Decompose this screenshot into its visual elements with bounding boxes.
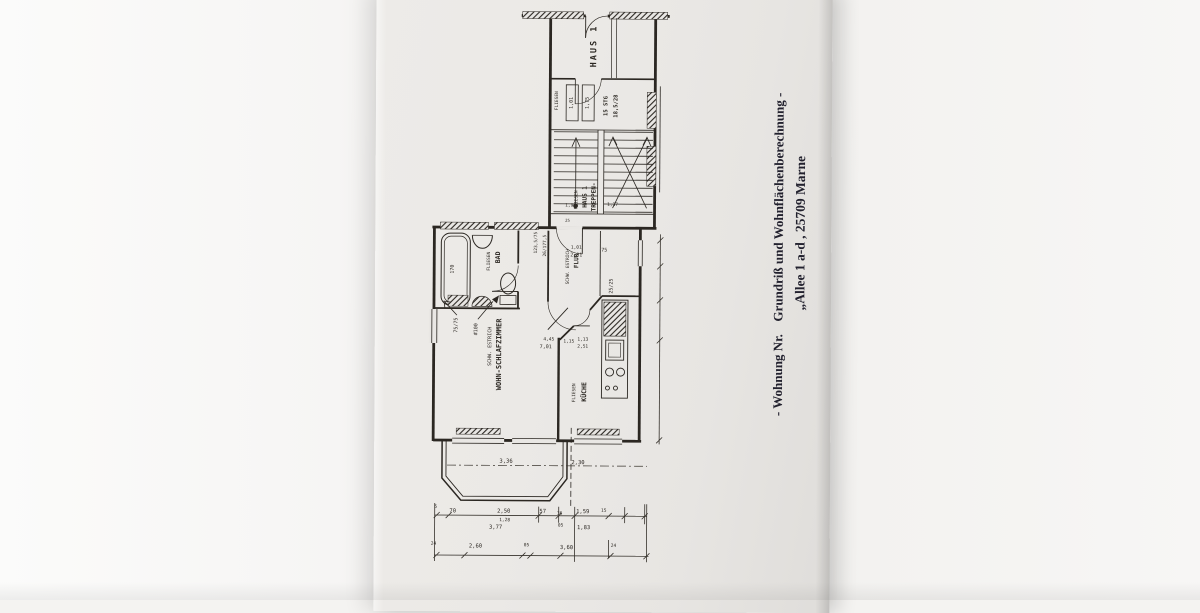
dim-r1-0: 5 xyxy=(434,504,438,510)
bad-drain-mark: #100 xyxy=(473,323,480,336)
dim-r3-1: 2,60 xyxy=(468,543,483,550)
flur-dim-101: 1,01 xyxy=(570,245,582,251)
wohn-dim-251: 2,51 xyxy=(577,344,589,350)
wohn-dim-113: 1,13 xyxy=(577,337,589,343)
stair-steps-label: 15 STG xyxy=(603,96,610,116)
stair-dim-25: 25 xyxy=(565,217,570,223)
dim-r2-3: 1,83 xyxy=(576,525,591,532)
dim-r2-0: 1,28 xyxy=(499,518,511,524)
photo-of-floorplan-document: „Allee 1 a-d , 25709 Marne - Wohnung Nr.… xyxy=(0,0,1200,600)
flur-dim-201: 2,01 xyxy=(570,252,583,259)
dim-r3-2: 05 xyxy=(523,543,530,549)
header-doc-title: Grundriß und Wohnflächenberechnung - xyxy=(770,92,787,322)
dim-r2-2: 05 xyxy=(557,523,564,529)
dim-r1-3: 57 xyxy=(539,508,547,515)
dim-r1-1: 70 xyxy=(449,508,457,515)
door-size-b: 26/177,5 xyxy=(543,234,549,257)
stair-dim-137: 1,37 xyxy=(607,202,619,208)
dim-r1-5: 1,59 xyxy=(576,509,590,516)
wohn-dim-115: 1,15 xyxy=(563,339,575,345)
haus-label: HAUS 1 xyxy=(589,24,600,68)
flur-window-dim: 75 xyxy=(601,247,608,254)
erker-dim-left: 3,36 xyxy=(499,458,513,465)
bad-name-label: BAD xyxy=(493,251,503,264)
bad-window-size: 75/75 xyxy=(453,317,460,333)
dim-r3-0: 24 xyxy=(430,541,437,547)
kueche-name-label: KÜCHE xyxy=(580,382,589,402)
bathtub-size: 170 xyxy=(449,264,456,274)
header-address: „Allee 1 a-d , 25709 Marne xyxy=(792,155,809,311)
wohnschlafzimmer-name-label: WOHN-SCHLAFZIMMER xyxy=(494,318,504,391)
wohn-dim-701: 7,01 xyxy=(539,344,552,351)
header-unit-label: - Wohnung Nr. xyxy=(769,334,786,417)
door-size-a: 123,5/75 xyxy=(534,231,540,254)
dim-r1-2: 2,50 xyxy=(497,508,511,515)
treppenhaus-name-line2: HAUS 1 xyxy=(581,186,589,208)
flur-tile-size: 25/25 xyxy=(608,278,615,294)
treppenhaus-name-line1: TREPPEN- xyxy=(590,182,598,212)
dim-r1-4: 36 xyxy=(556,511,563,517)
stair-dim-191: 1,91 xyxy=(565,203,577,209)
wohnschlafzimmer-floor-label: SCHW. ESTRICH xyxy=(487,326,494,366)
stair-box-dim-2: 1,75 xyxy=(584,96,591,109)
stair-box-dim-1: 1,01 xyxy=(568,96,575,109)
erker-dim-right: 2,30 xyxy=(571,460,585,467)
stair-step-size-label: 18,5/28 xyxy=(613,94,620,118)
stair-landing-floor-label: FLIESEN xyxy=(554,91,561,111)
dim-r3-4: 24 xyxy=(610,543,617,549)
bad-floor-label: FLIESEN xyxy=(486,251,493,271)
kueche-floor-label: FLIESEN xyxy=(572,383,578,403)
dim-r3-3: 3,60 xyxy=(559,545,574,552)
dim-r2-1: 3,77 xyxy=(488,524,503,531)
wohn-dim-445: 4,45 xyxy=(543,337,555,343)
dim-r1-6: 15 xyxy=(600,508,607,514)
